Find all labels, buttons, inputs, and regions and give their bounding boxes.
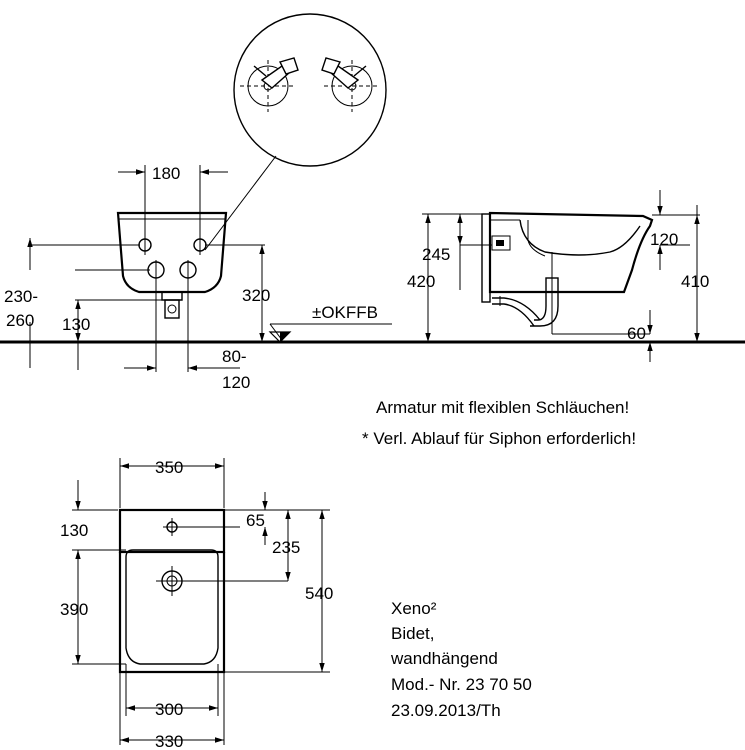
dim-top-350: 350 [155,458,183,477]
dim-top-300: 300 [155,700,183,719]
fitting-detail-circle [204,13,387,251]
right-angle-valve-icon [321,57,380,112]
mounting-type: wandhängend [390,649,498,668]
left-angle-valve-icon [240,57,299,112]
front-view [116,165,228,372]
dim-offset-bottom: 120 [222,373,250,392]
article-number: Mod.- Nr. 23 70 50 [391,675,532,694]
dim-height-320: 320 [242,286,270,305]
title-block: Xeno² Bidet, wandhängend Mod.- Nr. 23 70… [390,599,532,720]
side-dimensions [422,190,700,362]
dim-side-245: 245 [422,245,450,264]
note-flexible-hoses: Armatur mit flexiblen Schläuchen! [376,398,629,417]
dim-fitting-spacing: 180 [152,164,180,183]
dim-top-330: 330 [155,732,183,750]
side-view [481,211,654,335]
floor-reference-label: ±OKFFB [312,303,378,322]
dim-side-120: 120 [650,230,678,249]
dim-side-60: 60 [627,324,646,343]
dim-top-65: 65 [246,511,265,530]
product-name: Xeno² [391,599,437,618]
dim-top-235: 235 [272,538,300,557]
dim-side-420: 420 [407,272,435,291]
dim-height-range-bottom: 260 [6,311,34,330]
top-dimensions [72,458,330,745]
drawing-date: 23.09.2013/Th [391,701,501,720]
dim-side-410: 410 [681,272,709,291]
dim-top-540: 540 [305,584,333,603]
top-view [118,508,226,674]
dim-offset-top: 80- [222,347,247,366]
dim-top-130: 130 [60,521,88,540]
note-siphon-required: * Verl. Ablauf für Siphon erforderlich! [362,429,636,448]
dim-height-range-top: 230- [4,287,38,306]
product-type: Bidet, [391,624,434,643]
dim-top-390: 390 [60,600,88,619]
dim-height-130: 130 [62,315,90,334]
front-dimensions [27,169,392,371]
